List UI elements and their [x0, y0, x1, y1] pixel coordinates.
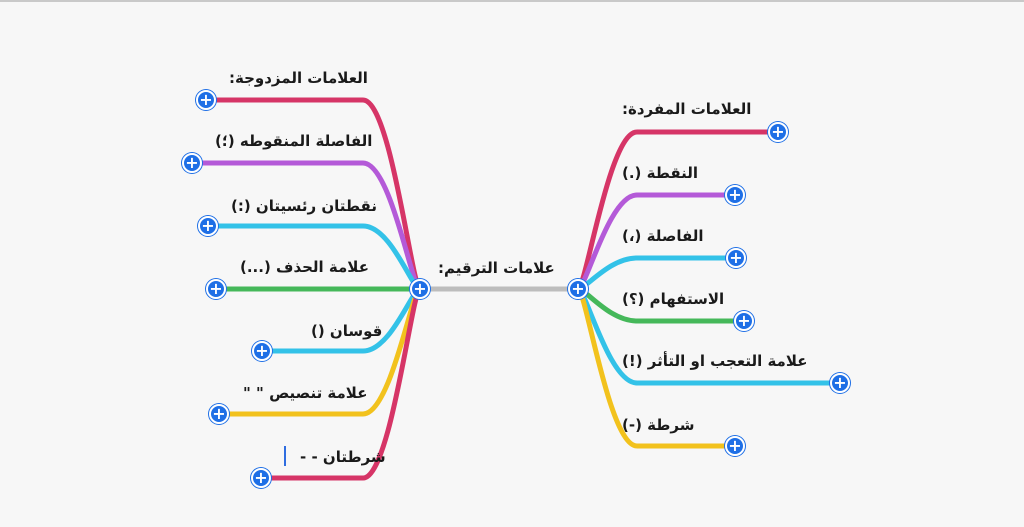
left-item-expand-button[interactable]: +: [252, 341, 272, 361]
left-item-expand-button[interactable]: +: [198, 216, 218, 236]
text-cursor: [284, 446, 286, 466]
left-connector: [259, 286, 423, 354]
right-item-expand-button[interactable]: +: [725, 185, 745, 205]
right-item-label[interactable]: الاستفهام (؟): [622, 290, 725, 308]
left-item-expand-button[interactable]: +: [251, 468, 271, 488]
left-item-expand-button[interactable]: +: [182, 153, 202, 173]
top-border: [0, 0, 1024, 2]
right-item-label[interactable]: علامة التعجب او التأثر (!): [622, 352, 808, 370]
left-item-expand-button[interactable]: +: [206, 279, 226, 299]
right-item-label[interactable]: النقطة (.): [622, 164, 699, 182]
left-item-expand-button[interactable]: +: [196, 90, 216, 110]
left-item-label[interactable]: الفاصلة المنقوطه (؛): [215, 132, 373, 150]
left-item-label[interactable]: شرطتان - -: [300, 448, 386, 466]
root-left-expand-button[interactable]: +: [410, 279, 430, 299]
right-item-expand-button[interactable]: +: [768, 122, 788, 142]
left-item-label[interactable]: العلامات المزدوجة:: [229, 69, 368, 87]
right-item-expand-button[interactable]: +: [726, 248, 746, 268]
left-item-label[interactable]: نقطتان رئسيتان (:): [231, 197, 377, 215]
right-item-label[interactable]: الفاصلة (،): [622, 227, 704, 245]
left-item-label[interactable]: قوسان (): [311, 322, 383, 340]
root-label[interactable]: علامات الترقيم:: [438, 259, 555, 277]
right-item-expand-button[interactable]: +: [734, 311, 754, 331]
right-item-expand-button[interactable]: +: [725, 436, 745, 456]
left-item-label[interactable]: علامة تنصيص " ": [243, 384, 368, 402]
right-item-expand-button[interactable]: +: [830, 373, 850, 393]
left-item-expand-button[interactable]: +: [209, 404, 229, 424]
right-item-label[interactable]: العلامات المفردة:: [622, 100, 752, 118]
right-item-label[interactable]: شرطة (-): [622, 416, 695, 434]
right-connector: [575, 255, 739, 292]
root-right-expand-button[interactable]: +: [568, 279, 588, 299]
left-connector: [258, 286, 423, 481]
left-item-label[interactable]: علامة الحذف (...): [240, 258, 369, 276]
